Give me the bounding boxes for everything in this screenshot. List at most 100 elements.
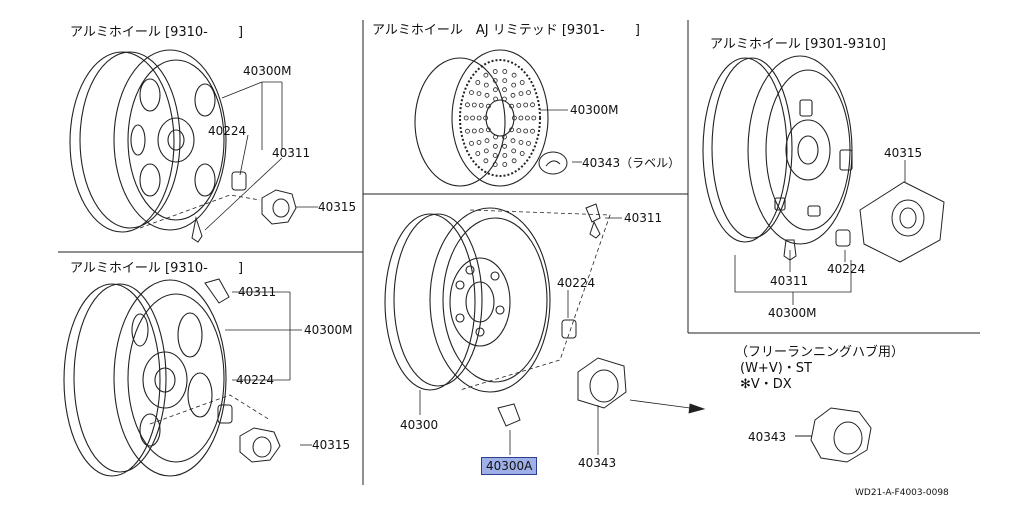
hub-note-line3: ✻V・DX (740, 377, 792, 392)
part-40300A-highlighted[interactable]: 40300A (481, 457, 538, 475)
mesh-hole (484, 92, 490, 98)
title-top-right: アルミホイール [9301-9310] (710, 37, 887, 52)
mesh-hole (501, 134, 507, 140)
mesh-hole (492, 69, 498, 74)
mesh-hole (509, 103, 515, 109)
mesh-hole (525, 115, 530, 121)
title-bottom-left: アルミホイール [9310- ] (70, 261, 244, 276)
leaders-center (419, 209, 706, 455)
mesh-hole (511, 158, 517, 164)
mesh-hole (492, 143, 498, 149)
mesh-hole (519, 80, 525, 85)
diagram-code: WD21-A-F4003-0098 (855, 488, 949, 498)
part-40224-top-left[interactable]: 40224 (208, 124, 247, 138)
label-badge-top-middle (538, 151, 568, 175)
mesh-hole (483, 115, 489, 121)
mesh-hole (492, 87, 498, 93)
part-40311-center[interactable]: 40311 (624, 211, 663, 225)
mesh-hole (478, 103, 484, 108)
mesh-hole (502, 152, 508, 158)
mesh-hole (492, 152, 498, 158)
part-40300M-top-left[interactable]: 40300M (243, 64, 292, 78)
parts-top-left (191, 171, 297, 243)
mesh-hole (485, 103, 491, 109)
title-top-left: アルミホイール [9310- ] (70, 25, 244, 40)
hub-note-line2: (W+V)・ST (740, 361, 812, 376)
mesh-hole (476, 115, 482, 121)
hub-note-line1: （フリーランニングハブ用） (735, 345, 905, 360)
mesh-hole (502, 143, 508, 149)
part-40311-top-right[interactable]: 40311 (770, 274, 809, 288)
mesh-hole (471, 128, 477, 134)
mesh-hole (516, 128, 522, 134)
mesh-hole (470, 115, 476, 121)
mesh-hole (531, 115, 537, 121)
part-40300M-top-right[interactable]: 40300M (768, 306, 817, 320)
part-40343-label-top-middle[interactable]: 40343（ラベル） (582, 156, 681, 170)
mesh-hole (511, 72, 517, 78)
mesh-hole (471, 102, 477, 108)
mesh-hole (476, 91, 482, 96)
wheel-bottom-left (63, 279, 227, 477)
part-40343-hub[interactable]: 40343 (748, 430, 787, 444)
part-40300M-bottom-left[interactable]: 40300M (304, 323, 353, 337)
leaders-top-right (734, 160, 906, 305)
mesh-hole (478, 128, 484, 134)
mesh-hole (493, 134, 499, 140)
hub-cap-drawing (795, 407, 872, 463)
mesh-hole (483, 158, 489, 164)
mesh-hole (530, 102, 535, 108)
mesh-hole (465, 102, 470, 108)
part-40224-top-right[interactable]: 40224 (827, 262, 866, 276)
mesh-hole (492, 162, 498, 167)
mesh-hole (502, 87, 508, 93)
leaders-top-left (139, 81, 318, 231)
mesh-hole (501, 96, 507, 102)
part-40311-bottom-left[interactable]: 40311 (238, 285, 277, 299)
parts-top-right (783, 181, 945, 263)
mesh-holes-top-middle (463, 69, 537, 167)
mesh-hole (475, 80, 481, 85)
mesh-hole (526, 140, 531, 146)
part-40224-bottom-left[interactable]: 40224 (236, 373, 275, 387)
leaders-bottom-left (149, 291, 312, 446)
mesh-hole (465, 128, 470, 134)
part-40315-top-left[interactable]: 40315 (318, 200, 357, 214)
mesh-hole (526, 90, 531, 95)
wheel-top-left (69, 49, 227, 233)
mesh-hole (476, 139, 482, 145)
mesh-hole (463, 115, 469, 121)
mesh-hole (512, 115, 517, 121)
part-40224-center[interactable]: 40224 (557, 276, 596, 290)
mesh-hole (510, 92, 516, 98)
mesh-hole (485, 127, 491, 133)
mesh-hole (475, 151, 481, 156)
part-40343-center[interactable]: 40343 (578, 456, 617, 470)
part-40315-top-right[interactable]: 40315 (884, 146, 923, 160)
mesh-hole (509, 127, 515, 133)
mesh-hole (502, 69, 508, 74)
mesh-hole (484, 138, 490, 144)
mesh-hole (493, 96, 499, 102)
wheel-center (384, 207, 551, 393)
part-40315-bottom-left[interactable]: 40315 (312, 438, 351, 452)
mesh-hole (516, 103, 522, 108)
mesh-hole (483, 148, 489, 154)
part-40300-center[interactable]: 40300 (400, 418, 439, 432)
mesh-hole (469, 90, 474, 95)
parts-center (497, 203, 627, 427)
mesh-hole (502, 78, 508, 83)
mesh-hole (523, 128, 529, 134)
part-40311-top-left[interactable]: 40311 (272, 146, 311, 160)
mesh-hole (511, 82, 517, 88)
wheel-top-right (702, 55, 853, 245)
mesh-hole (502, 162, 508, 167)
mesh-hole (492, 78, 498, 83)
mesh-hole (518, 115, 524, 121)
part-40300M-top-middle[interactable]: 40300M (570, 103, 619, 117)
title-top-middle: アルミホイール AJ リミテッド [9301- ] (372, 23, 640, 38)
mesh-hole (530, 128, 535, 134)
mesh-hole (469, 140, 474, 146)
